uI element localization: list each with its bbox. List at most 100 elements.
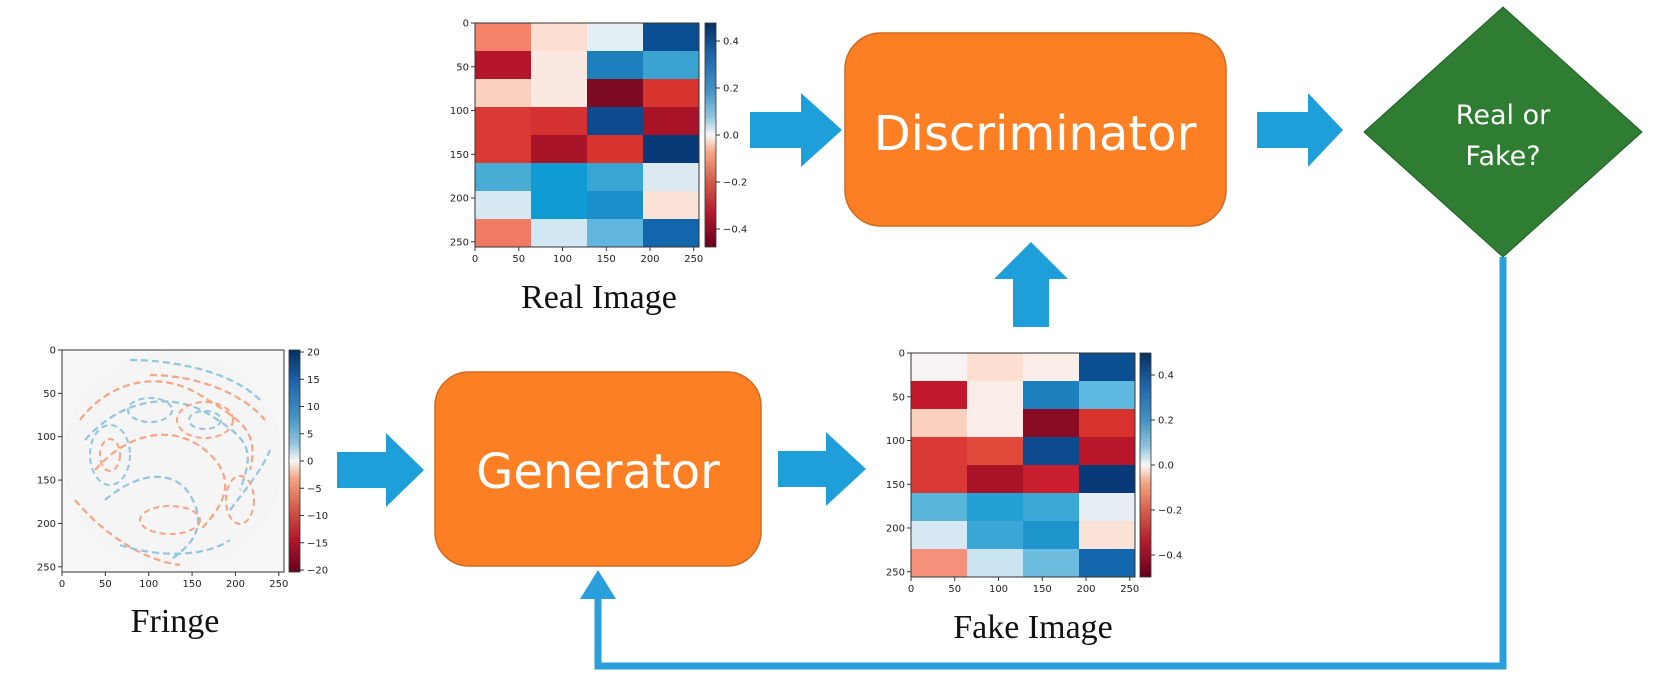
real-image-cell [475,163,532,192]
fringe-x-tick-label: 0 [59,579,65,590]
fringe-y-tick-label: 0 [50,346,56,357]
fringe-y-tick-label: 200 [37,519,56,530]
fake-image-cell [967,409,1024,438]
fringe-x-tick-label: 50 [99,579,112,590]
real-image-cell [531,51,588,80]
fake-image-cell [1079,549,1136,578]
fake-image-colorbar-tick-label: −0.2 [1158,506,1182,517]
real-image-y-tick-label: 0 [463,19,469,30]
fake-image-colorbar [1139,352,1152,578]
arrow-fake-to-discriminator [994,242,1068,327]
fake-image-cell [967,465,1024,494]
real-image-x-tick-label: 50 [512,254,525,265]
fringe-y-tick-label: 100 [37,432,56,443]
fake-image-cell [1079,353,1136,382]
real-image-cell [643,135,700,164]
real-image-cell [475,51,532,80]
real-image-cell [475,79,532,108]
fake-image-x-tick-label: 0 [908,584,914,595]
fringe-pattern [63,351,283,571]
real-image-cell [587,51,644,80]
real-image-cell [587,163,644,192]
generator-label: Generator [476,444,720,500]
fake-image-grid [911,353,1136,578]
fake-image-cell [1023,465,1080,494]
real-image-cell [475,135,532,164]
fake-image-cell [967,381,1024,410]
fringe-x-tick-label: 150 [183,579,202,590]
real-image-cell [587,219,644,248]
fake-image-cell [911,409,968,438]
real-image-cell [643,23,700,52]
fringe-colorbar-tick-label: 0 [307,457,313,468]
real-image-x-tick-label: 0 [472,254,478,265]
fake-image-colorbar-tick-label: −0.4 [1158,551,1182,562]
fake-image-colorbar-tick-label: 0.0 [1158,461,1174,472]
fringe-colorbar-tick-label: 5 [307,429,313,440]
real-image-x-tick-label: 150 [597,254,616,265]
fake-image-y-tick-label: 150 [886,480,905,491]
real-image-cell [531,163,588,192]
real-image-colorbar-tick-label: 0.0 [723,131,739,142]
fringe-colorbar-tick-label: 10 [307,402,320,413]
real-image-cell [643,191,700,220]
decision-label-line1: Real or [1456,100,1551,131]
feedback-arrowhead [580,570,616,599]
fake-image-x-tick-label: 100 [989,584,1008,595]
real-image-cell [531,219,588,248]
real-image-cell [587,191,644,220]
real-image-cell [643,163,700,192]
generator-box [434,371,762,567]
fake-image-cell [911,521,968,550]
fake-image-cell [911,353,968,382]
real-image-colorbar-tick-label: 0.2 [723,84,739,95]
real-image-colorbar [704,22,717,248]
decision-label-line2: Fake? [1465,141,1540,172]
real-image-cell [587,107,644,136]
real-image-cell [475,191,532,220]
real-image-colorbar-tick-label: 0.4 [723,37,739,48]
real-image-cell [531,191,588,220]
fake-image-y-tick-label: 250 [886,567,905,578]
real-image-frame [474,22,700,248]
fake-image-cell [967,549,1024,578]
real-image-x-tick-label: 200 [640,254,659,265]
fringe-y-tick-label: 250 [37,562,56,573]
fringe-x-tick-label: 100 [139,579,158,590]
fake-image-cell [1023,493,1080,522]
real-image-cell [531,107,588,136]
fake-image-cell [1079,381,1136,410]
arrow-generator-to-fake [778,432,866,506]
fake-image-x-tick-label: 150 [1033,584,1052,595]
fake-image-colorbar-ticks: 0.4 0.2 0.0 −0.2 −0.4 [1151,371,1182,562]
fake-image-cell [911,493,968,522]
fringe-y-tick-label: 150 [37,476,56,487]
real-image-y-tick-label: 50 [456,62,469,73]
real-image-cell [531,23,588,52]
discriminator-box [844,32,1227,227]
fake-image-y-tick-label: 100 [886,436,905,447]
fake-image-x-tick-label: 250 [1120,584,1139,595]
decision-diamond [1363,6,1643,258]
fake-image-cell [911,437,968,466]
fake-image-cell [1079,521,1136,550]
fake-image-colorbar-tick-label: 0.4 [1158,371,1174,382]
real-image-colorbar-tick-label: −0.2 [723,178,747,189]
real-image-caption: Real Image [521,279,677,316]
real-image-x-tick-label: 250 [684,254,703,265]
fake-image-colorbar-tick-label: 0.2 [1158,416,1174,427]
feedback-loop-line [594,257,1507,670]
real-image-cell [475,23,532,52]
fake-image-cell [911,465,968,494]
real-image-cell [475,107,532,136]
real-image-cell [643,219,700,248]
fake-image-cell [1023,381,1080,410]
fringe-colorbar-tick-label: −15 [307,538,328,549]
fringe-colorbar-tick-label: 15 [307,375,320,386]
real-image-cell [531,79,588,108]
